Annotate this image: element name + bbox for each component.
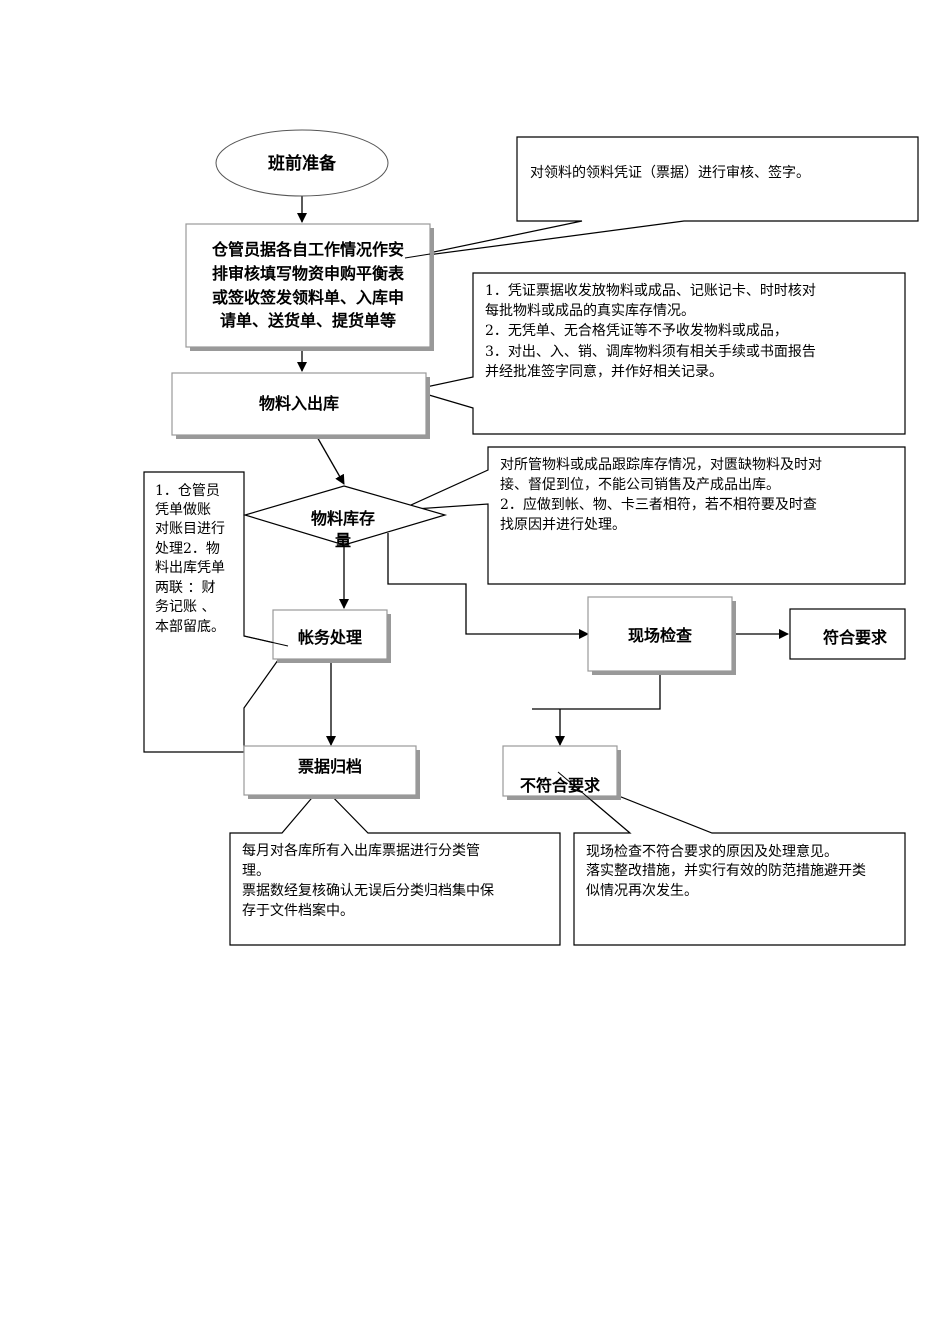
node-fail-label: 不符合要求	[520, 776, 601, 795]
node-stock-line: 量	[335, 531, 351, 550]
note-archive-line: 理。	[242, 863, 270, 879]
note-accounting-line: 务记账 、	[155, 599, 215, 615]
node-stock: 物料库存 量	[242, 485, 448, 550]
note-archive-text: 每月对各库所有入出库票据进行分类管 理。 票据数经复核确认无误后分类归档集中保 …	[242, 843, 494, 919]
callout-tail-review	[404, 253, 431, 259]
note-stock-line: 找原因并进行处理。	[500, 517, 626, 533]
note-fail-line: 落实整改措施，并实行有效的防范措施避开类	[586, 862, 866, 879]
node-inout: 物料入出库	[171, 372, 430, 439]
note-accounting-line: 两联 ：财	[155, 580, 215, 596]
note-review-line: 对领料的领料凭证（票据）进行审核、签字。	[530, 164, 810, 181]
note-archive-line: 每月对各库所有入出库票据进行分类管	[242, 843, 480, 859]
node-prepare-line: 仓管员据各自工作情况作安	[211, 240, 404, 259]
node-prepare-line: 请单、送货单、提货单等	[220, 311, 396, 330]
node-prepare-line: 排审核填写物资申购平衡表	[212, 264, 405, 283]
callout-tail-overlays	[243, 253, 631, 834]
node-archive-label: 票据归档	[298, 757, 362, 776]
callout-tail-fail	[557, 771, 631, 834]
node-pass-label: 符合要求	[823, 628, 888, 647]
node-inspect: 现场检查	[587, 596, 736, 675]
note-accounting-line: 处理2．物	[155, 541, 220, 557]
callout-tail-accounting	[243, 635, 289, 647]
note-inout-text: 1．凭证票据收发放物料或成品、记账记卡、时时核对 每批物料或成品的真实库存情况。…	[485, 283, 816, 380]
note-stock-line: 2．应做到帐、物、卡三者相符，若不相符要及时查	[500, 496, 817, 513]
node-fail: 不符合要求	[502, 745, 621, 800]
note-stock-line: 接、督促到位，不能公司销售及产成品出库。	[500, 476, 780, 493]
note-fail-line: 现场检查不符合要求的原因及处理意见。	[586, 843, 838, 860]
node-inout-label: 物料入出库	[259, 394, 339, 413]
note-accounting-line: 对账目进行	[155, 521, 225, 537]
note-archive: 每月对各库所有入出库票据进行分类管 理。 票据数经复核确认无误后分类归档集中保 …	[229, 785, 561, 946]
note-accounting: 1．仓管员 凭单做账 对账目进行 处理2．物 料出库凭单 两联 ：财 务记账 、…	[143, 471, 290, 753]
note-stock-line: 对所管物料或成品跟踪库存情况，对匮缺物料及时对	[500, 457, 822, 473]
arrow-stock-to-inspect	[387, 533, 589, 639]
node-pass: 符合要求	[789, 608, 906, 660]
node-prepare: 仓管员据各自工作情况作安 排审核填写物资申购平衡表 或签收签发领料单、入库申 请…	[185, 223, 434, 351]
note-inout-line: 并经批准签字同意，并作好相关记录。	[485, 363, 723, 380]
arrow-inspect-to-fail	[532, 672, 661, 710]
node-start: 班前准备	[215, 129, 389, 197]
note-stock: 对所管物料或成品跟踪库存情况，对匮缺物料及时对 接、督促到位，不能公司销售及产成…	[399, 446, 906, 585]
note-accounting-line: 凭单做账	[155, 502, 211, 518]
node-start-label: 班前准备	[268, 153, 337, 174]
note-inout-line: 每批物料或成品的真实库存情况。	[485, 303, 695, 319]
node-inspect-label: 现场检查	[628, 626, 692, 645]
note-inout-line: 1．凭证票据收发放物料或成品、记账记卡、时时核对	[485, 283, 816, 299]
note-review: 对领料的领料凭证（票据）进行审核、签字。	[404, 136, 919, 259]
note-review-text: 对领料的领料凭证（票据）进行审核、签字。	[530, 164, 810, 181]
note-archive-line: 存于文件档案中。	[242, 902, 354, 919]
note-archive-line: 票据数经复核确认无误后分类归档集中保	[242, 882, 494, 899]
node-accounting: 帐务处理	[272, 609, 391, 663]
note-inout: 1．凭证票据收发放物料或成品、记账记卡、时时核对 每批物料或成品的真实库存情况。…	[411, 272, 906, 435]
node-accounting-label: 帐务处理	[298, 628, 362, 647]
note-accounting-text: 1．仓管员 凭单做账 对账目进行 处理2．物 料出库凭单 两联 ：财 务记账 、…	[155, 483, 225, 635]
node-stock-line: 物料库存	[311, 509, 375, 528]
note-accounting-line: 1．仓管员	[155, 483, 220, 499]
note-fail-line: 似情况再次发生。	[586, 883, 698, 899]
note-accounting-line: 料出库凭单	[155, 560, 225, 576]
connectors	[297, 196, 789, 746]
note-inout-line: 3．对出、入、销、调库物料须有相关手续或书面报告	[485, 343, 816, 360]
node-archive: 票据归档	[243, 745, 420, 799]
arrow-inout-to-stock	[315, 434, 345, 485]
note-accounting-line: 本部留底。	[155, 619, 225, 635]
note-fail-text: 现场检查不符合要求的原因及处理意见。 落实整改措施，并实行有效的防范措施避开类 …	[586, 843, 866, 899]
node-prepare-line: 或签收签发领料单、入库申	[212, 288, 404, 307]
note-stock-text: 对所管物料或成品跟踪库存情况，对匮缺物料及时对 接、督促到位，不能公司销售及产成…	[500, 457, 822, 533]
note-inout-line: 2．无凭单、无合格凭证等不予收发物料或成品，	[485, 322, 788, 339]
